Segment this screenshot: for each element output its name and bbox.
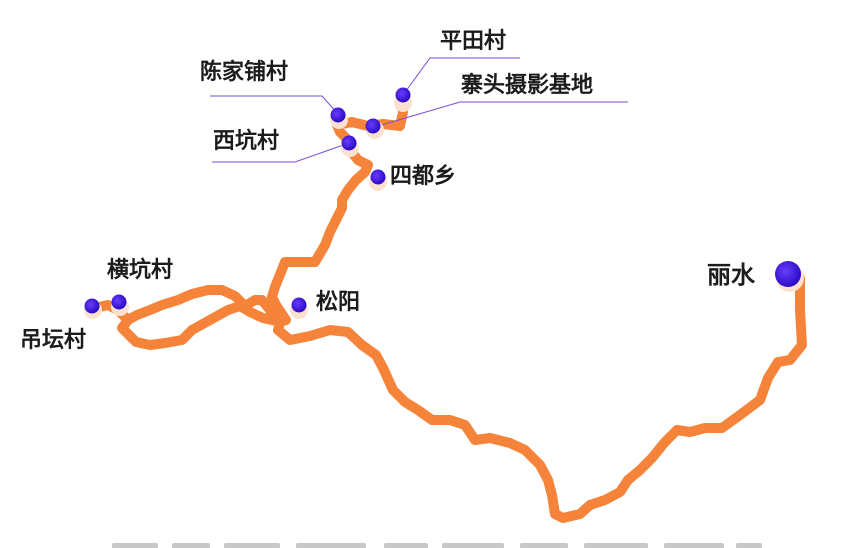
label-chenjiapu: 陈家铺村 (200, 60, 289, 85)
marker-diaotan[interactable] (84, 298, 100, 314)
label-xikeng: 西坑村 (213, 129, 280, 154)
label-zhaitou: 寨头摄影基地 (461, 73, 594, 98)
label-lishui: 丽水 (707, 261, 755, 289)
label-pingtian: 平田村 (440, 29, 507, 54)
marker-xikeng[interactable] (341, 135, 357, 151)
marker-zhaitou[interactable] (365, 118, 381, 134)
leader-pingtian (402, 57, 520, 96)
route-main (117, 95, 807, 523)
cropped-caption (0, 532, 854, 548)
marker-sidu[interactable] (370, 169, 386, 185)
label-diaotan: 吊坛村 (20, 328, 87, 353)
label-hengkeng: 横坑村 (107, 258, 174, 283)
marker-pingtian[interactable] (395, 87, 411, 103)
leader-chenjiapu (210, 95, 339, 115)
leader-zhaitou (377, 101, 628, 127)
leader-xikeng (212, 142, 350, 163)
marker-lishui[interactable] (775, 261, 801, 287)
marker-songyang[interactable] (291, 297, 307, 313)
label-sidu: 四都乡 (390, 164, 457, 189)
marker-hengkeng[interactable] (111, 294, 127, 310)
label-songyang: 松阳 (316, 290, 361, 315)
marker-chenjiapu[interactable] (330, 107, 346, 123)
